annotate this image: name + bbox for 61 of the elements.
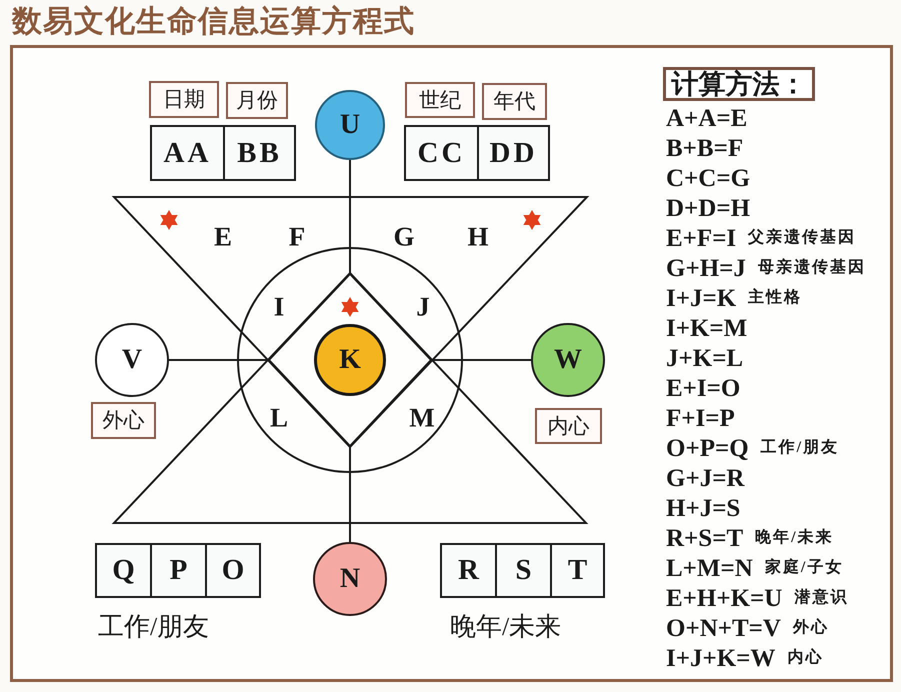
- letter-cell: P: [150, 543, 207, 598]
- formula-note: 内心: [787, 650, 824, 666]
- formula-text: C+C=G: [666, 166, 750, 190]
- letter-cell: T: [550, 543, 605, 598]
- letter-cell: O: [205, 543, 261, 598]
- connector-line: [349, 160, 351, 273]
- formula-text: F+I=P: [666, 406, 735, 430]
- formula-text: E+F=I: [666, 226, 736, 250]
- region-letter: F: [288, 224, 306, 250]
- formula-note: 外心: [792, 620, 829, 636]
- formula-text: O+P=Q: [666, 436, 749, 460]
- formula-text: J+K=L: [666, 346, 744, 370]
- diagram-title: 数易文化生命信息运算方程式: [12, 4, 415, 40]
- formula-note: 工作/朋友: [760, 440, 840, 456]
- letter-cell: DD: [477, 125, 550, 181]
- formula-text: E+I=O: [666, 376, 740, 400]
- formula-note: 潜意识: [794, 590, 848, 606]
- letter-cell: S: [495, 543, 552, 598]
- letter-cell: R: [440, 543, 497, 598]
- formula-text: O+N+T=V: [666, 616, 781, 640]
- formula-text: I+J+K=W: [666, 646, 776, 670]
- region-letter: L: [270, 404, 288, 432]
- method-heading: 计算方法：: [663, 67, 815, 101]
- formula-note: 母亲遗传基因: [758, 260, 866, 276]
- formula-text: G+J=R: [666, 466, 744, 490]
- formula-text: A+A=E: [666, 106, 748, 130]
- category-tag: 日期: [149, 81, 219, 118]
- category-tag: 外心: [91, 402, 156, 439]
- formula-text: L+M=N: [666, 556, 753, 580]
- formula-note: 家庭/子女: [764, 560, 844, 576]
- region-letter: J: [416, 294, 430, 320]
- region-letter: M: [409, 404, 435, 432]
- category-tag: 月份: [226, 82, 288, 119]
- letter-cell: BB: [223, 125, 296, 181]
- letter-cell: Q: [95, 543, 152, 598]
- formula-text: D+D=H: [666, 196, 750, 220]
- region-letter: E: [214, 224, 232, 250]
- connector-line: [349, 447, 351, 542]
- region-letter: I: [274, 294, 284, 320]
- formula-text: H+J=S: [666, 496, 740, 520]
- region-letter: G: [394, 224, 414, 250]
- letter-cell: AA: [150, 125, 225, 181]
- group-caption: 工作/朋友: [98, 612, 210, 642]
- formula-text: B+B=F: [666, 136, 744, 160]
- formula-note: 父亲遗传基因: [748, 230, 856, 246]
- formula-text: E+H+K=U: [666, 586, 782, 610]
- category-tag: 内心: [535, 408, 602, 444]
- formula-note: 主性格: [748, 290, 802, 306]
- diamond-shape: [268, 273, 432, 447]
- region-letter: H: [468, 224, 488, 250]
- letter-cell: CC: [404, 125, 479, 181]
- group-caption: 晚年/未来: [450, 612, 562, 642]
- category-tag: 年代: [482, 83, 547, 120]
- connector-line: [432, 359, 531, 361]
- category-tag: 世纪: [405, 82, 475, 118]
- formula-text: G+H=J: [666, 256, 746, 280]
- formula-text: I+J=K: [666, 286, 736, 310]
- formula-text: R+S=T: [666, 526, 744, 550]
- formula-text: I+K=M: [666, 316, 748, 340]
- formula-note: 晚年/未来: [755, 530, 834, 546]
- connector-line: [169, 359, 268, 361]
